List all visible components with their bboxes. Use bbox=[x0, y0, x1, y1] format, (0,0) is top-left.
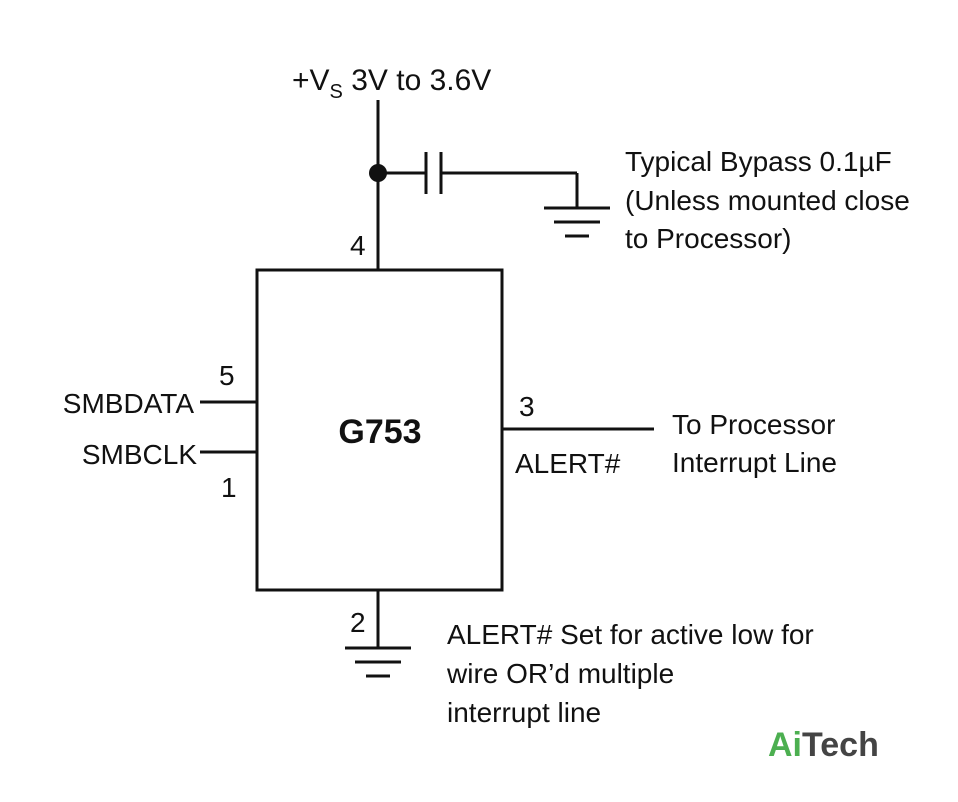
chip-body bbox=[255, 268, 504, 592]
alert-note-line3: interrupt line bbox=[447, 697, 601, 728]
aitech-logo: AiTech bbox=[768, 726, 879, 764]
chip-name: G753 bbox=[338, 413, 421, 451]
bypass-note-line2: (Unless mounted close bbox=[625, 185, 910, 216]
pin-2-number: 2 bbox=[350, 607, 366, 638]
alert-dest-line1: To Processor bbox=[672, 409, 835, 440]
alert-label: ALERT# bbox=[515, 448, 621, 479]
smbdata-label: SMBDATA bbox=[63, 388, 195, 419]
pin-5-number: 5 bbox=[219, 360, 235, 391]
bypass-note-line1: Typical Bypass 0.1µF bbox=[625, 146, 892, 177]
pin-1-number: 1 bbox=[221, 472, 237, 503]
alert-note-line2: wire OR’d multiple bbox=[446, 658, 674, 689]
alert-note-line1: ALERT# Set for active low for bbox=[447, 619, 814, 650]
bypass-note-line3: to Processor) bbox=[625, 223, 792, 254]
supply-prefix: +V bbox=[292, 64, 330, 97]
logo-tech: Tech bbox=[802, 726, 879, 764]
supply-range: 3V to 3.6V bbox=[343, 64, 491, 97]
pin-4-number: 4 bbox=[350, 230, 366, 261]
smbclk-label: SMBCLK bbox=[82, 439, 197, 470]
ground-symbol-bypass bbox=[544, 206, 610, 238]
alert-dest-line2: Interrupt Line bbox=[672, 447, 837, 478]
pin-3-number: 3 bbox=[519, 391, 535, 422]
supply-subscript: S bbox=[330, 81, 343, 103]
ground-symbol-chip bbox=[345, 646, 411, 678]
supply-label: +VS 3V to 3.6V bbox=[292, 64, 491, 103]
logo-ai: Ai bbox=[768, 726, 802, 764]
